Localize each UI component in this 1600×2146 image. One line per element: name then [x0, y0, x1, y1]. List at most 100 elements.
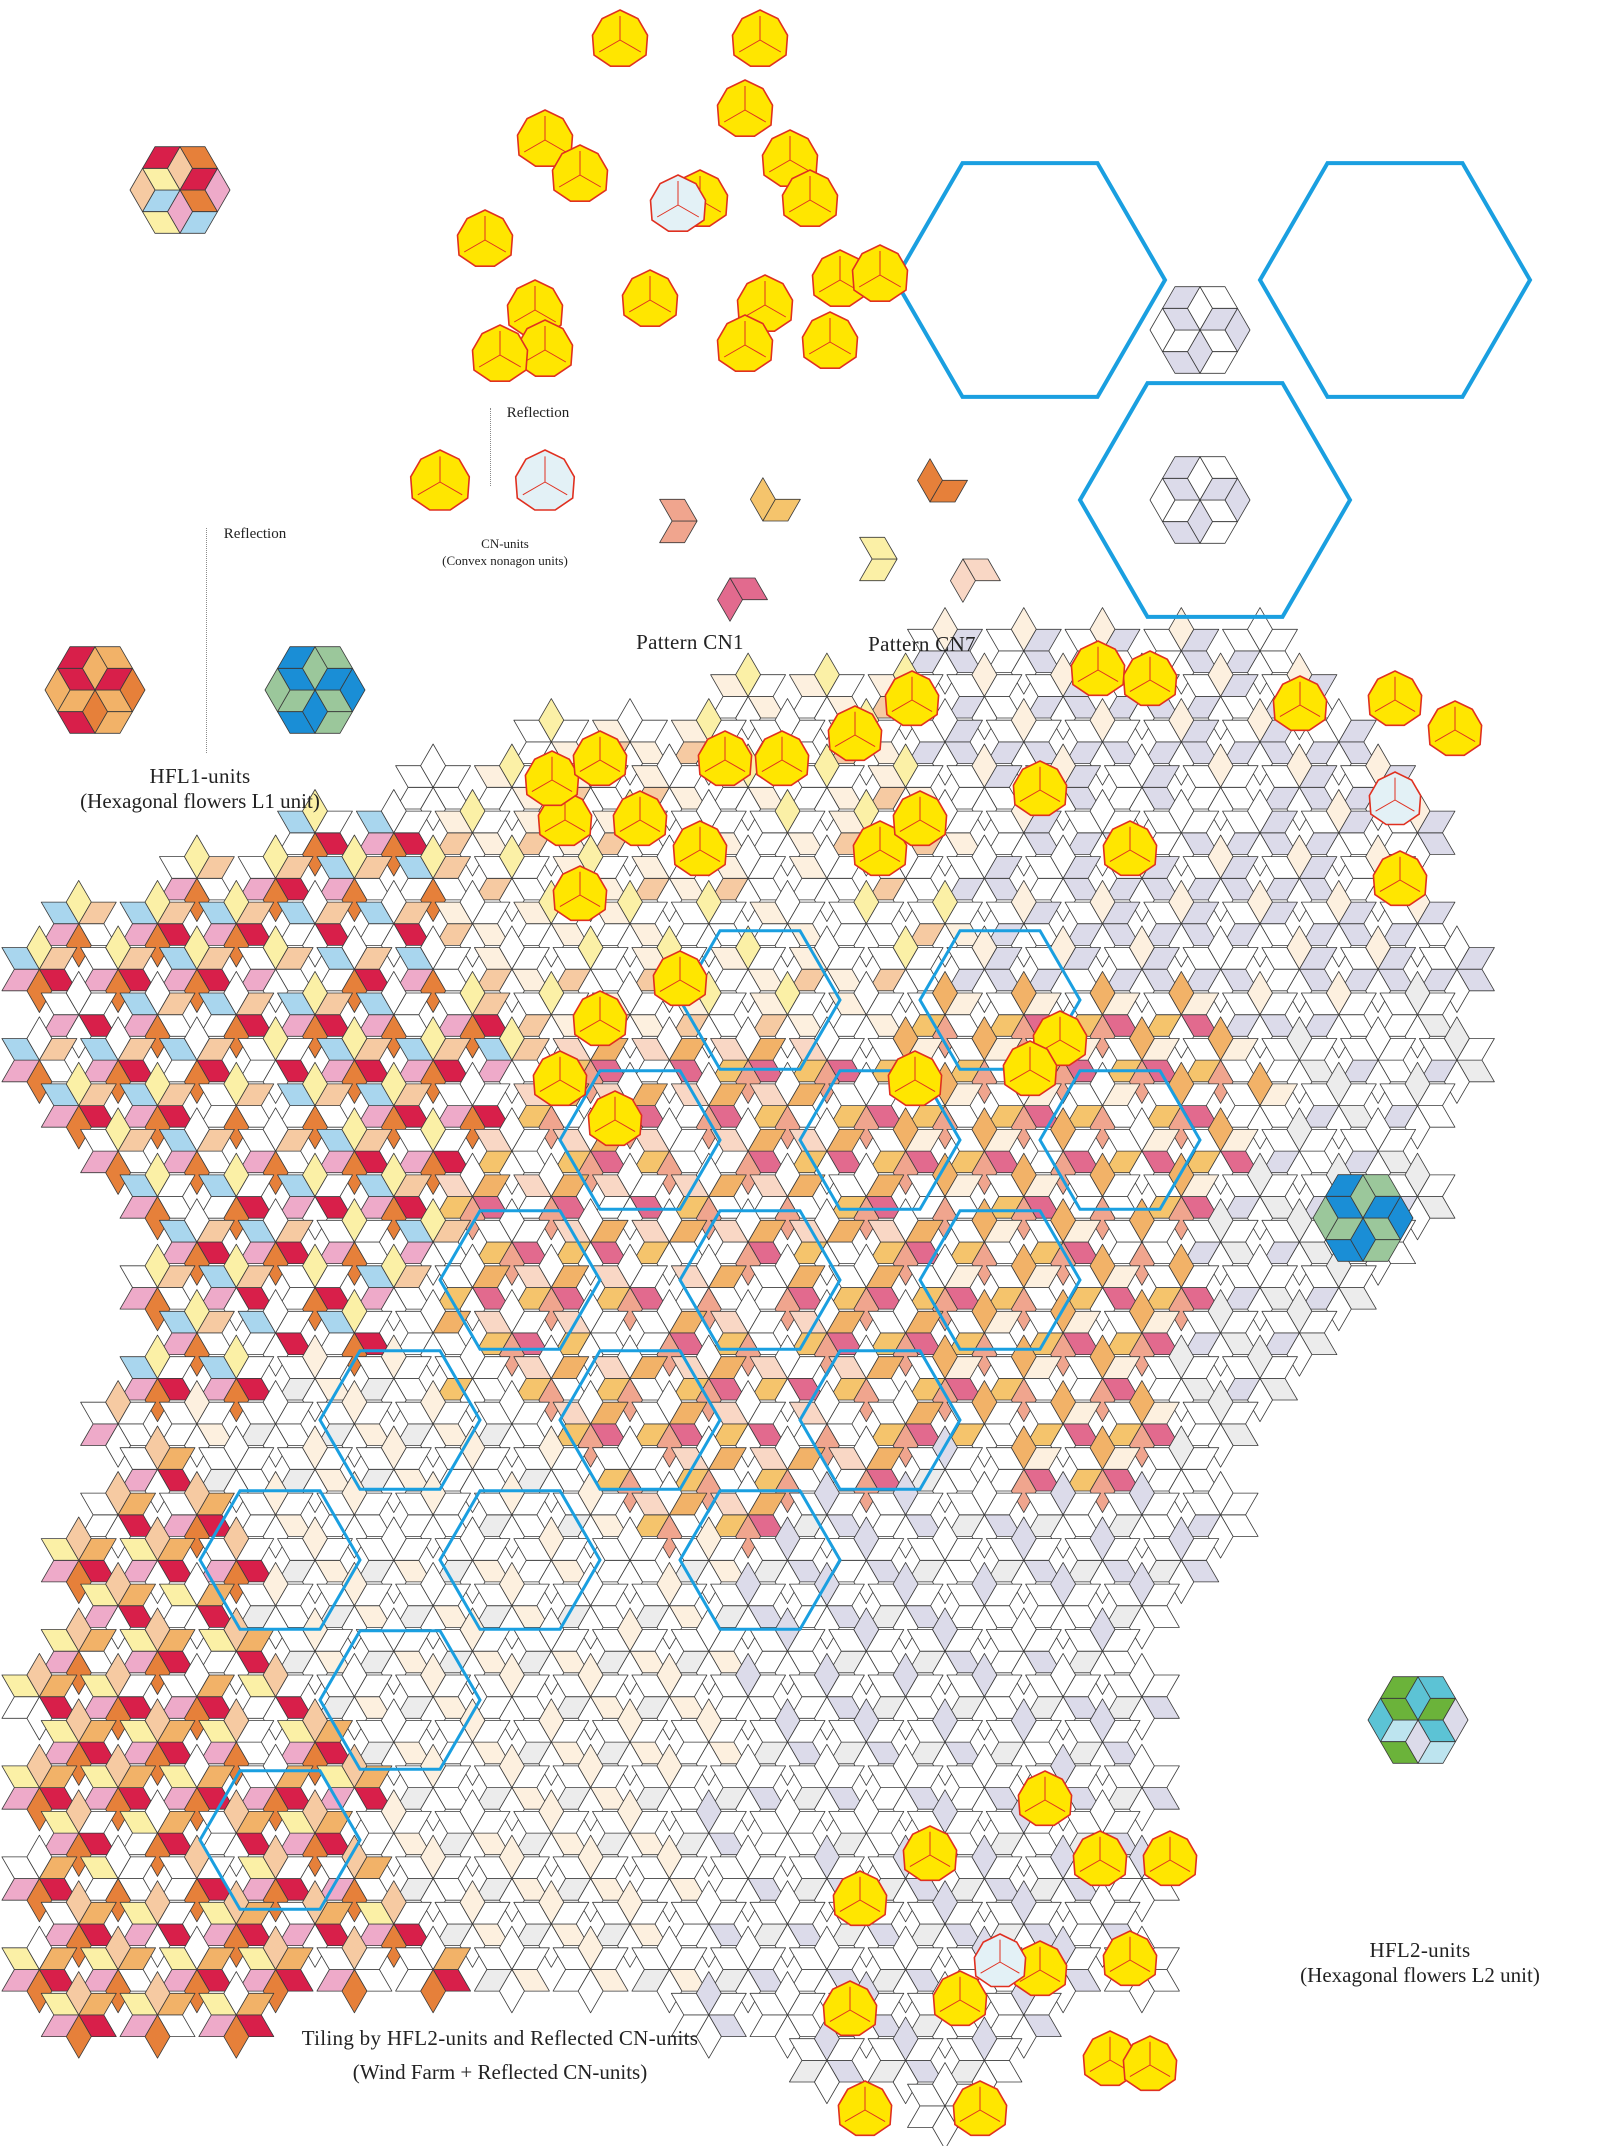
rhombus-tile — [590, 1219, 629, 1243]
cn-unit-spoke — [1059, 1039, 1081, 1053]
rhombus-tile — [275, 1674, 314, 1698]
cn-unit-spoke — [859, 849, 881, 863]
rhombus-tile — [314, 1265, 353, 1288]
rhombus-tile — [1162, 286, 1201, 309]
rhombus-tile — [1220, 1038, 1259, 1061]
rhombus-tile — [787, 1356, 826, 1379]
rhombus-tile — [432, 1583, 472, 1607]
rhombus-tile — [1162, 521, 1201, 544]
rhombus-tile — [1062, 1310, 1101, 1334]
hexagon-outline — [438, 1209, 602, 1351]
rhombus-tile — [314, 1538, 353, 1561]
rhombus-tile — [196, 1401, 235, 1425]
rhombus-tile — [590, 856, 629, 879]
cn-unit-spoke — [531, 779, 553, 793]
cn-unit-spoke — [891, 699, 913, 713]
hexagon-outline — [198, 1489, 362, 1631]
rhombus-tile — [353, 1765, 393, 1788]
rhombus-tile — [1023, 1992, 1062, 2016]
rhombus-tile — [747, 674, 786, 697]
rhombus-tile — [196, 1129, 235, 1152]
rhombus-tile — [787, 901, 826, 925]
rhombus-tile — [1062, 1674, 1101, 1698]
rhombus-tile — [1141, 1038, 1180, 1061]
cn-unit-spoke — [724, 759, 746, 773]
rhombus-tile — [196, 1038, 235, 1061]
rhombus-tile — [235, 1811, 275, 1834]
rhombus-tile — [1299, 765, 1338, 788]
rhombus-tile — [1220, 1310, 1259, 1334]
rhombus-tile — [629, 1174, 668, 1197]
rhombus-tile — [1180, 992, 1220, 1016]
rhombus-tile — [1259, 992, 1298, 1016]
rhombus-tile — [1338, 901, 1377, 925]
rhombus-tile — [353, 1492, 393, 1516]
rhombus-tile — [1141, 1765, 1180, 1788]
hfl1-unit-flower — [44, 146, 231, 734]
rhombus-tile — [826, 674, 865, 697]
cn-unit-spoke — [1149, 2064, 1171, 2078]
rhombus-tile — [1259, 1356, 1298, 1379]
rhombus-tile — [629, 1265, 668, 1288]
rhombus-tile — [1023, 1447, 1062, 1470]
rhombus-tile — [1102, 1083, 1141, 1106]
rhombus-tile — [669, 1219, 708, 1243]
rhombus-tile — [432, 1856, 472, 1879]
cn-unit-spoke — [1394, 799, 1415, 812]
cn-unit-spoke — [1109, 849, 1131, 863]
rhombus-tile — [432, 1674, 472, 1698]
rhombus-tile — [1102, 1720, 1141, 1743]
cn-unit-spoke — [1454, 729, 1476, 743]
rhombus-tile — [57, 711, 96, 734]
rhombus-tile — [944, 1174, 983, 1197]
rhombus-tile — [1062, 1492, 1101, 1516]
cn-unit-spoke — [829, 2009, 851, 2023]
rhombus-tile — [708, 1992, 747, 2016]
rhombus-tile — [629, 1447, 668, 1470]
cn-unit-spoke — [1109, 1959, 1131, 1973]
cn-unit-spoke — [759, 39, 782, 53]
cn-unit-spoke — [879, 274, 902, 288]
rhombus-tile — [944, 810, 983, 834]
rhombus-tile — [1102, 1174, 1141, 1197]
cn-unit-spoke — [439, 481, 463, 496]
rhombus-tile — [353, 1310, 393, 1334]
rhombus-tile — [1023, 901, 1062, 925]
rhombus-tile — [432, 1038, 472, 1061]
rhombus-tile — [950, 558, 976, 603]
cn-unit-spoke — [1299, 704, 1321, 718]
cn-unit-spoke — [999, 1961, 1020, 1974]
rhombus-tile — [1259, 1174, 1298, 1197]
cn-reflection-label: Reflection — [506, 405, 570, 421]
rhombus-tile — [393, 1538, 432, 1561]
rhombus-tile — [826, 1492, 865, 1516]
rhombus-tile — [1220, 674, 1259, 697]
rhombus-tile — [629, 719, 668, 743]
rhombus-tile — [511, 1129, 550, 1152]
rhombus-tile — [826, 1038, 865, 1061]
rhombus-tile — [235, 1174, 275, 1197]
hexagon-outline — [558, 1349, 722, 1491]
rhombus-tile — [1220, 947, 1259, 970]
rhombus-tile — [275, 1038, 314, 1061]
rhombus-tile — [1325, 1174, 1364, 1197]
cn-unit-spoke — [764, 304, 787, 318]
rhombus-tile — [787, 1901, 826, 1925]
pattern-cn7-label: Pattern CN7 — [868, 632, 976, 656]
rhombus-tile — [1299, 1038, 1338, 1061]
cn-unit-spoke — [854, 734, 876, 748]
rhombus-tile — [1141, 1401, 1180, 1425]
pattern-cn1 — [659, 477, 801, 622]
rhombus-tile — [1102, 719, 1141, 743]
rhombus-tile — [1023, 1356, 1062, 1379]
cn-unit-spoke — [1099, 1859, 1121, 1873]
rhombus-tile — [511, 1310, 550, 1334]
cn-unit-spoke — [1129, 1959, 1151, 1973]
rhombus-tile — [1220, 1492, 1259, 1516]
cn-unit-spoke — [649, 299, 672, 313]
rhombus-tile — [590, 1856, 629, 1879]
rhombus-tile — [865, 1538, 905, 1561]
rhombus-tile — [1023, 719, 1062, 743]
rhombus-tile — [353, 947, 393, 970]
rhombus-tile — [353, 1219, 393, 1243]
